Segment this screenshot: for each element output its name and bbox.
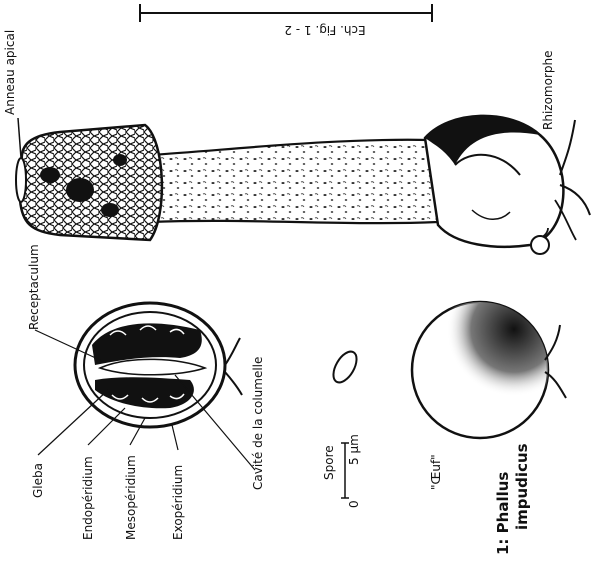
scale-title-text: Ech. Fig. 1 - 2 [284,23,365,37]
stem [150,140,438,223]
scale-bar-top: Ech. Fig. 1 - 2 [140,4,432,37]
anneau-apical-label: Anneau apical [3,30,17,115]
small-egg [531,236,549,254]
species-label: 1: Phallus [494,472,512,555]
species-epithet-label: impudicus [513,443,531,530]
exoperidium-label: Exopéridium [171,465,185,540]
spore [329,348,362,386]
oeuf-label: "Œuf" [429,454,443,490]
spore-label: Spore [322,445,336,480]
gleba-label: Gleba [31,463,45,498]
cap [20,125,162,240]
endoperidium-label: Endopéridium [81,456,95,540]
mature-fruiting-body [16,116,590,254]
receptaculum-label: Receptaculum [27,244,41,330]
svg-text:5 µm: 5 µm [347,434,361,465]
svg-text:0: 0 [347,500,361,508]
cavite-label: Cavité de la columelle [251,357,265,490]
mesoperidium-label: Mesopéridium [124,455,138,540]
apical-ring [16,158,26,202]
egg [412,302,566,438]
spore-scale-bar: 0 5 µm [341,434,361,508]
rhizomorphe-label: Rhizomorphe [541,51,555,131]
cross-section [75,303,242,427]
